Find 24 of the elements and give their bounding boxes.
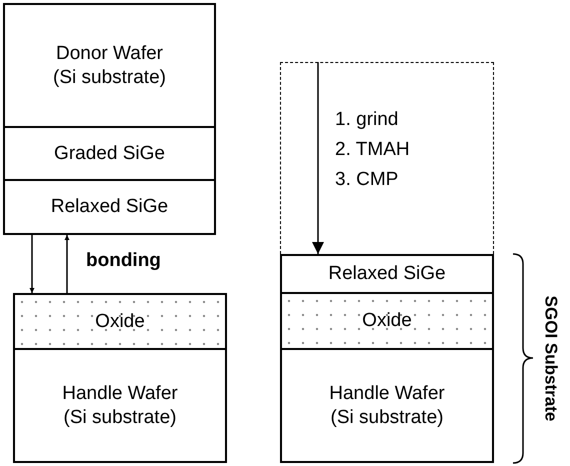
layer-label: Donor Wafer (Si substrate)	[52, 42, 167, 90]
step-label: 3. CMP	[335, 170, 398, 189]
wafer-layer	[3, 126, 216, 181]
removed-region	[280, 62, 494, 254]
arrow	[64, 235, 70, 293]
layer-label: Oxide	[95, 310, 145, 334]
layer-label: Graded SiGe	[54, 142, 165, 166]
process-label: bonding	[86, 251, 161, 270]
wafer-layer	[3, 3, 216, 128]
layer-label: Oxide	[362, 309, 412, 333]
layer-label: Handle Wafer (Si substrate)	[328, 382, 446, 430]
oxide-layer	[13, 293, 227, 350]
step-label: 1. grind	[335, 110, 398, 129]
oxide-layer	[280, 292, 494, 350]
arrow	[312, 62, 324, 254]
wafer-layer	[13, 348, 227, 463]
layer-label: Handle Wafer (Si substrate)	[61, 382, 179, 430]
wafer-layer	[280, 348, 494, 463]
layer-label: Relaxed SiGe	[50, 195, 168, 219]
arrow	[30, 235, 34, 293]
bracket-label: SGOI Substrate	[542, 295, 560, 421]
step-label: 2. TMAH	[335, 140, 410, 159]
wafer-layer	[3, 179, 216, 235]
layer-label: Relaxed SiGe	[328, 262, 446, 286]
